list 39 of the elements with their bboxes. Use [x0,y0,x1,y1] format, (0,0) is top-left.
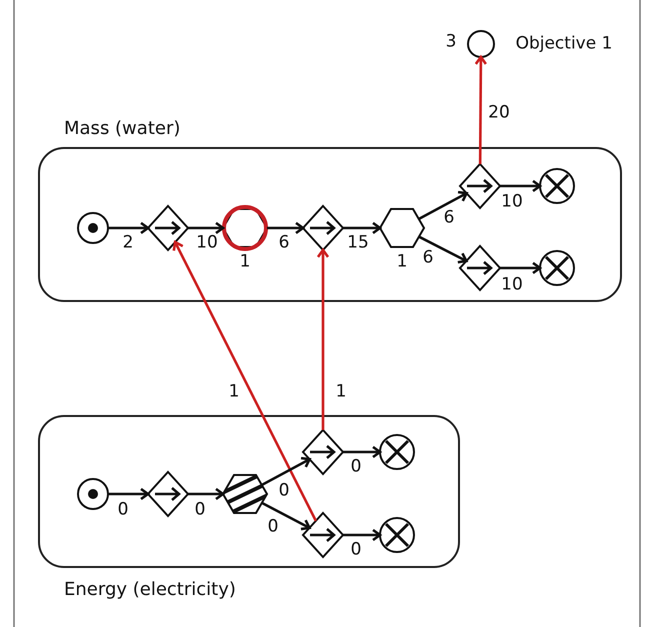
end-circle [539,168,575,204]
arrow [343,222,382,234]
arrow [418,190,468,220]
arrow [474,56,488,164]
arrow [418,236,468,264]
node-caption: 1 [240,254,250,270]
end-circle [379,434,415,470]
start-circle [77,212,109,244]
arrow [188,488,224,500]
objective-circle [467,30,495,58]
transfer-diamond [300,429,346,475]
transfer-diamond [300,205,346,251]
arrow [261,456,311,486]
transfer-diamond [145,471,191,517]
node-caption: 3 [446,34,456,50]
arrow [261,502,311,530]
end-circle [379,517,415,553]
arrow [108,488,150,500]
transfer-diamond [457,245,503,291]
start-circle [77,478,109,510]
node-caption: Objective 1 [516,36,612,52]
node-caption: 1 [396,254,408,270]
arrow [267,222,304,234]
arrow [172,240,318,522]
transfer-diamond [457,163,503,209]
transfer-diamond [145,205,191,251]
arrow [500,262,542,274]
arrow [343,528,382,542]
arrow [108,222,150,234]
arrow [188,222,224,234]
hexagon-node [379,205,425,251]
group-heading: Energy (electricity) [64,579,236,600]
transfer-diamond [300,512,346,558]
end-circle [539,250,575,286]
arrow [316,248,330,430]
group-heading: Mass (water) [64,118,180,139]
arrow [500,180,542,192]
striped-hexagon [222,471,268,517]
arrow [343,446,382,458]
